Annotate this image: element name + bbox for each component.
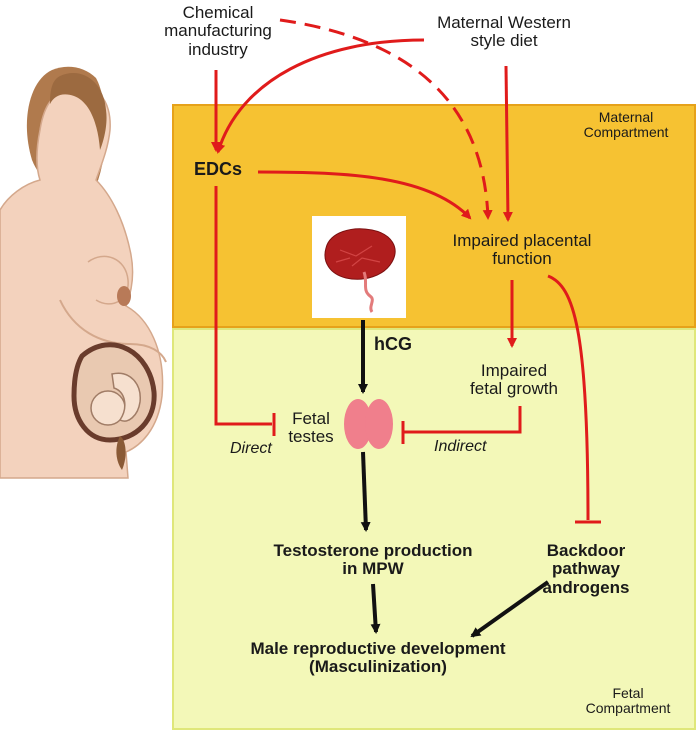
hair-front-shape: [50, 73, 107, 150]
arrow-backdoor-to-development: [470, 580, 550, 638]
fetal-compartment-label: Fetal Compartment: [585, 685, 671, 717]
arrow-industry-to-placenta-dashed: [279, 18, 493, 220]
arrow-growth-indirect-to-testes: [404, 406, 522, 434]
chemical-industry-label: Chemical manufacturing industry: [164, 3, 272, 59]
nipple-shape: [117, 286, 131, 306]
impaired-placental-function-node: Impaired placental function: [452, 231, 592, 269]
western-diet-label: Maternal Western style diet: [437, 13, 571, 51]
fetus-body-shape: [111, 372, 141, 422]
pubic-hair-shape: [116, 436, 126, 470]
arrow-testosterone-to-development: [370, 583, 381, 634]
arrow-edcs-direct-to-testes: [214, 186, 272, 426]
maternal-compartment-box: [172, 104, 696, 328]
arrow-testes-to-testosterone: [360, 451, 371, 532]
impaired-fetal-growth-node: Impaired fetal growth: [470, 361, 558, 399]
fetal-compartment-box: [172, 328, 696, 730]
backdoor-pathway-androgens-node: Backdoor pathway androgens: [542, 541, 630, 597]
maternal-compartment-label: Maternal Compartment: [583, 109, 669, 141]
fetal-testes-node: Fetal testes: [288, 409, 334, 447]
direct-edge-label: Direct: [230, 440, 272, 457]
edcs-node: EDCs: [194, 159, 243, 179]
arrow-edcs-to-placenta: [257, 170, 472, 220]
arrow-placenta-inhibits-backdoor: [547, 274, 590, 521]
breast-shape: [87, 255, 129, 305]
left-testis-shape: [344, 399, 372, 449]
arrow-diet-to-edcs: [215, 38, 425, 154]
arrow-diet-to-placenta: [502, 65, 513, 222]
hcg-label: hCG: [374, 334, 412, 354]
umbilical-cord-shape: [362, 271, 374, 313]
male-reproductive-development-node: Male reproductive development (Masculini…: [250, 639, 506, 677]
indirect-edge-label: Indirect: [434, 438, 487, 455]
testosterone-production-node: Testosterone production in MPW: [273, 541, 473, 579]
placenta-veins: [335, 245, 381, 267]
right-testis-shape: [365, 399, 393, 449]
arm-shape: [59, 299, 167, 363]
